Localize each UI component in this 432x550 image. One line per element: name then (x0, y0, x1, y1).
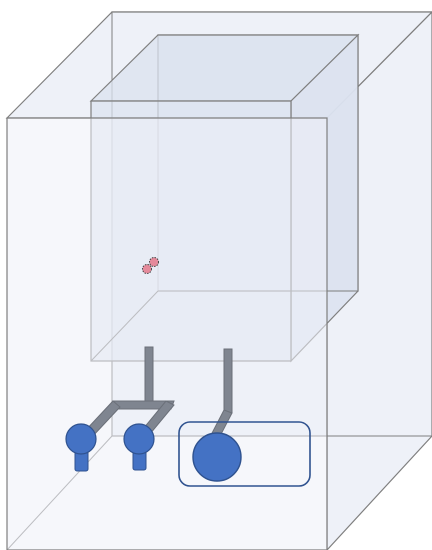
node-left (65, 423, 97, 472)
pipe-right-vertical (223, 348, 233, 414)
red-marker-upper (149, 257, 159, 267)
pipe-left-vertical (144, 346, 154, 403)
red-marker-lower (142, 264, 152, 274)
pipe-left (83, 346, 175, 438)
highlight-frame (178, 421, 311, 487)
node-left-head (65, 423, 97, 455)
node-middle-head (123, 423, 155, 455)
red-marker-pair (142, 257, 159, 274)
node-middle (123, 423, 155, 471)
node-large (192, 432, 242, 482)
